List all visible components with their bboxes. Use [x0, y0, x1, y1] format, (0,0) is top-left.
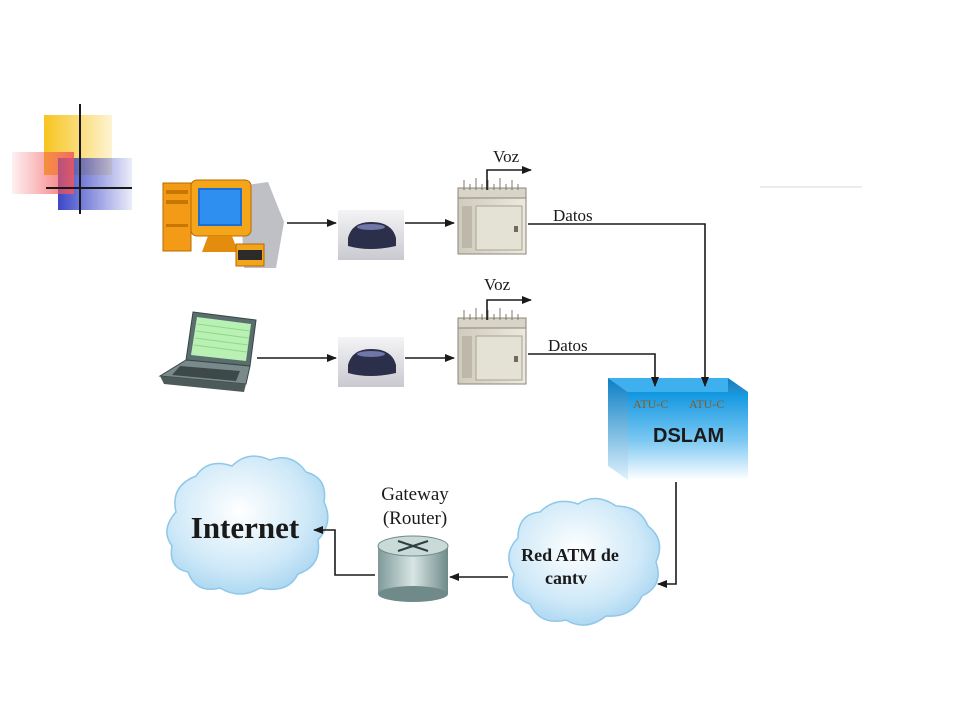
- gateway-label: Gateway: [381, 484, 449, 505]
- datos-label-top: Datos: [553, 206, 593, 225]
- desktop-computer-icon: [162, 179, 284, 268]
- splitter-cabinet-icon: [457, 178, 527, 255]
- atu-c-right-label: ATU-C: [689, 397, 724, 411]
- router-label: (Router): [383, 508, 447, 529]
- internet-label: Internet: [191, 510, 300, 545]
- router-icon: [377, 535, 449, 602]
- red-atm-label: Red ATM de: [521, 545, 619, 565]
- dslam-label: DSLAM: [653, 425, 724, 447]
- internet-cloud: [166, 455, 329, 595]
- adsl-modem-icon: [338, 210, 404, 260]
- connector-arrows: [257, 166, 709, 588]
- laptop-icon: [158, 311, 257, 392]
- adsl-modem-icon: [338, 337, 404, 387]
- red-atm-cloud: [508, 497, 661, 626]
- decorative-corner-squares: [12, 104, 132, 214]
- voz-label-top: Voz: [493, 147, 520, 166]
- splitter-cabinet-icon: [457, 308, 527, 385]
- cantv-label: cantv: [545, 568, 587, 588]
- voz-label-bottom: Voz: [484, 275, 511, 294]
- datos-label-bottom: Datos: [548, 336, 588, 355]
- atu-c-left-label: ATU-C: [633, 397, 668, 411]
- dslam-box: [608, 378, 748, 480]
